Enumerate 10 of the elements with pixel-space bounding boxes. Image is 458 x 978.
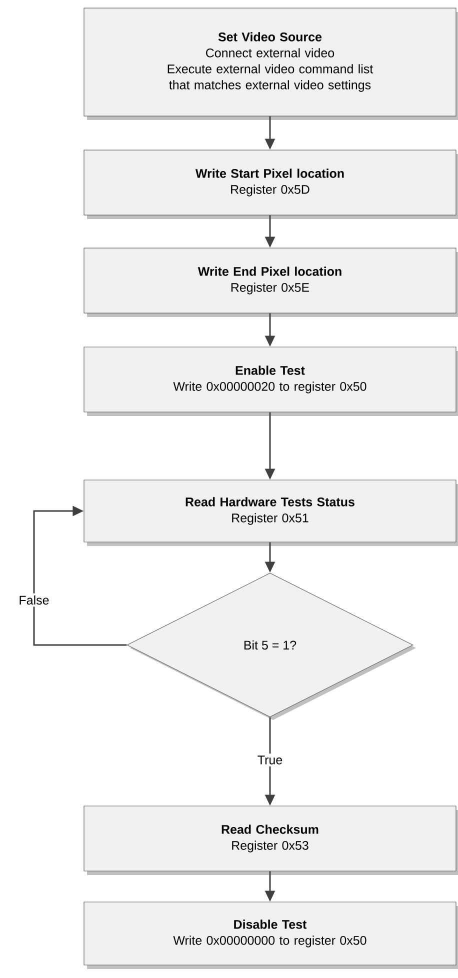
process-box: Write Start Pixel location Register 0x5D (84, 150, 458, 220)
edge-label: False (16, 593, 52, 607)
process-box: Read Hardware Tests Status Register 0x51 (84, 480, 458, 546)
process-box: Disable Test Write 0x00000000 to register 0x50 (84, 902, 458, 969)
process-box: Read Checksum Register 0x53 (84, 806, 458, 875)
edge-label: True (255, 754, 285, 766)
process-box: Set Video Source Connect external video Execute external video command list that matches external video settings (84, 8, 458, 120)
arrow (33, 506, 127, 646)
process-box: Write End Pixel location Register 0x5E (84, 248, 458, 318)
process-box: Enable Test Write 0x00000020 to register 0x50 (84, 346, 458, 416)
